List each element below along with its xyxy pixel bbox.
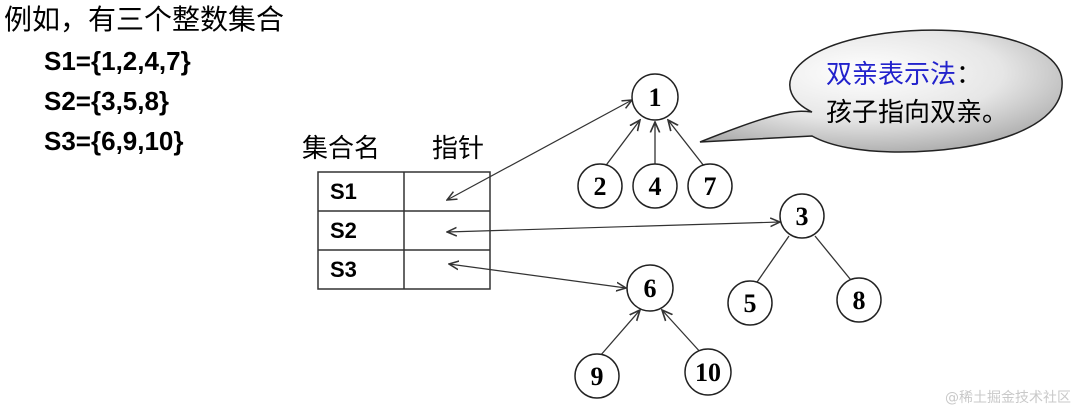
node-9-label: 9	[591, 362, 604, 391]
callout-bubble	[699, 29, 1063, 153]
pointer-table	[317, 171, 491, 290]
node-3-label: 3	[796, 202, 809, 231]
node-9: 9	[574, 353, 620, 399]
watermark: @稀土掘金技术社区	[945, 390, 1071, 406]
edge-5-to-3	[754, 235, 790, 286]
pointer-s3-to-6	[449, 264, 626, 288]
edge-7-to-1	[668, 120, 705, 167]
node-6-label: 6	[644, 274, 657, 303]
table-header-name: 集合名	[302, 134, 381, 164]
edge-9-to-6	[599, 310, 640, 357]
edge-8-to-3	[814, 235, 856, 286]
node-7: 7	[687, 163, 733, 209]
pointer-s1-to-1	[447, 100, 632, 200]
edge-2-to-1	[603, 120, 640, 169]
set-s1-definition: S1={1,2,4,7}	[44, 46, 191, 76]
callout-body: 孩子指向双亲。	[826, 98, 1009, 128]
pointer-arrows	[447, 100, 780, 288]
node-2-label: 2	[594, 172, 607, 201]
table-row-s1-name: S1	[330, 179, 357, 204]
intro-text: 例如，有三个整数集合	[4, 3, 285, 36]
node-8: 8	[836, 277, 882, 323]
node-4: 4	[632, 163, 678, 209]
pointer-s2-to-3	[447, 222, 780, 232]
node-10: 10	[684, 348, 732, 396]
edge-10-to-6	[662, 310, 703, 355]
tree-s2-edges	[754, 235, 856, 286]
node-2: 2	[577, 163, 623, 209]
tree-s3-edges	[599, 310, 703, 357]
node-1: 1	[631, 73, 679, 121]
table-row-s3-name: S3	[330, 257, 357, 282]
callout-title: 双亲表示法	[826, 60, 957, 90]
node-5: 5	[727, 280, 773, 326]
node-6: 6	[626, 264, 674, 312]
tree-s1-edges	[603, 120, 705, 169]
node-8-label: 8	[853, 286, 866, 315]
callout-title-line: 双亲表示法：	[826, 54, 982, 91]
set-s3-definition: S3={6,9,10}	[44, 126, 184, 156]
set-s2-definition: S2={3,5,8}	[44, 86, 170, 116]
tree-nodes: 1 2 4 7 3 5 8 6 9 10	[574, 73, 882, 399]
node-7-label: 7	[704, 172, 717, 201]
node-3: 3	[779, 193, 825, 239]
node-10-label: 10	[695, 358, 721, 387]
node-5-label: 5	[744, 289, 757, 318]
table-row-s2-name: S2	[330, 218, 357, 243]
node-1-label: 1	[649, 83, 662, 112]
callout-colon: ：	[956, 60, 983, 90]
node-4-label: 4	[649, 172, 662, 201]
